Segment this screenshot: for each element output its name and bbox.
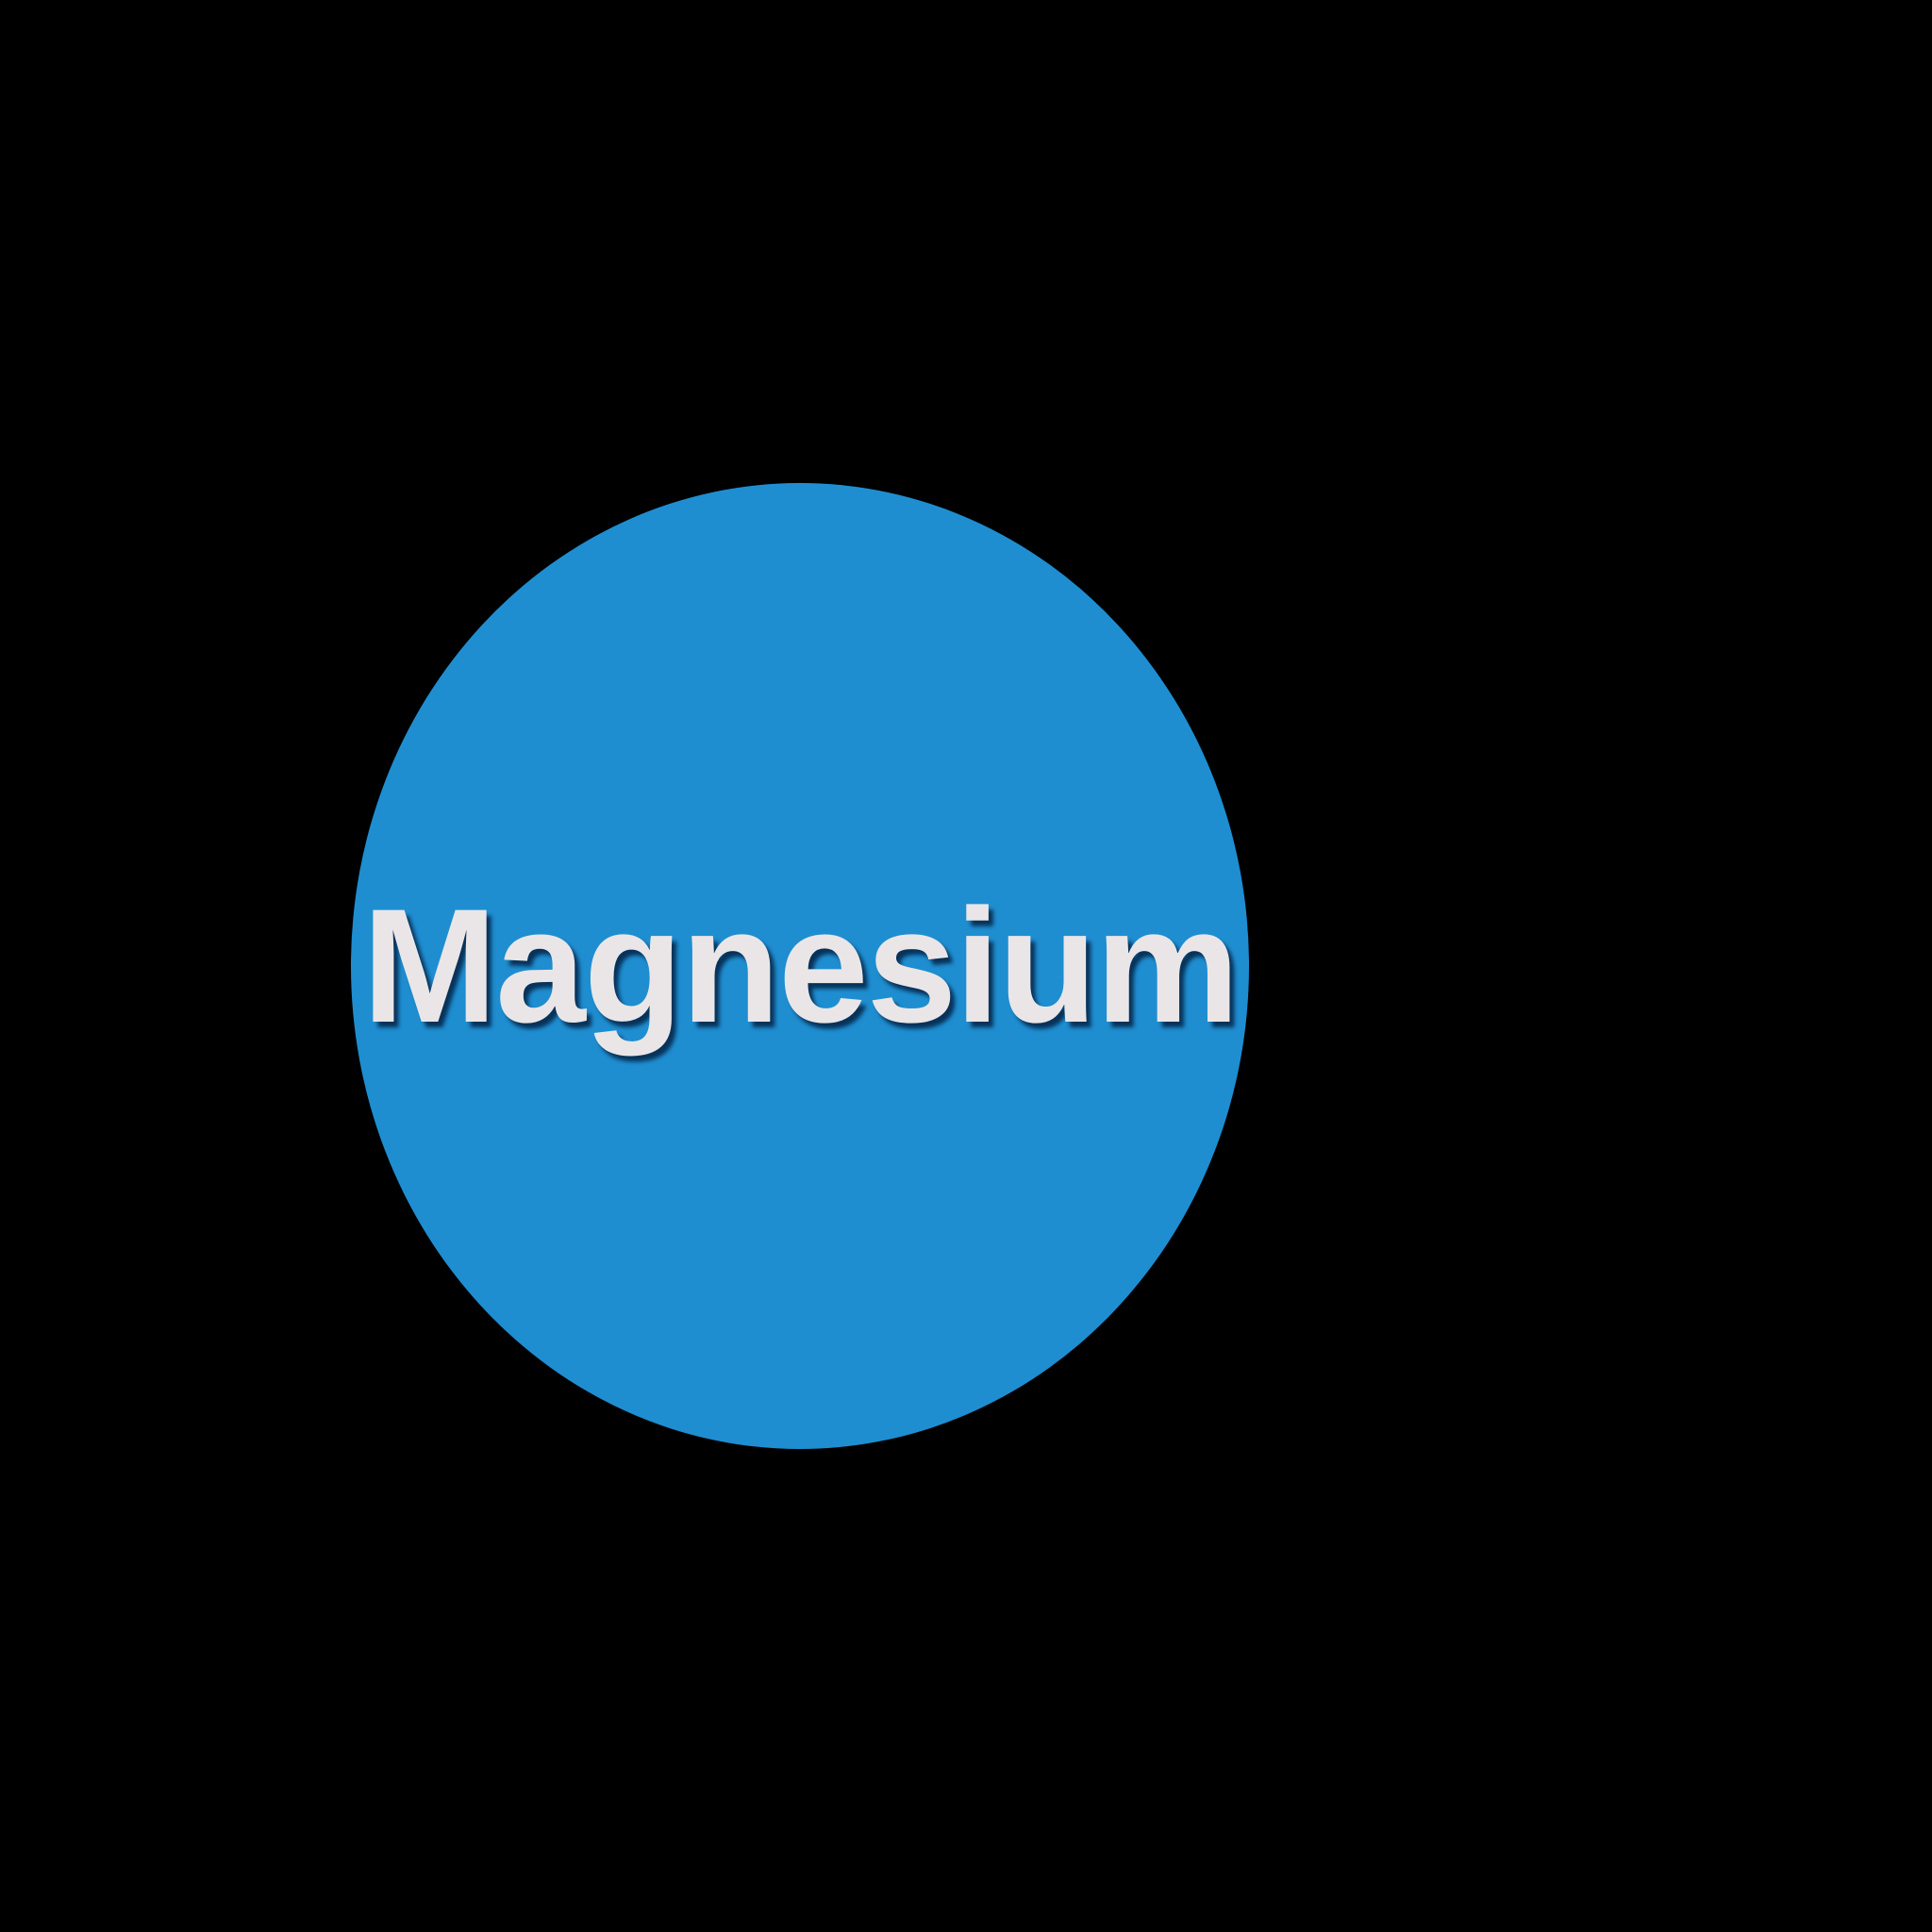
badge-label: Magnesium [361,875,1240,1057]
blue-circle-badge [351,483,1249,1449]
